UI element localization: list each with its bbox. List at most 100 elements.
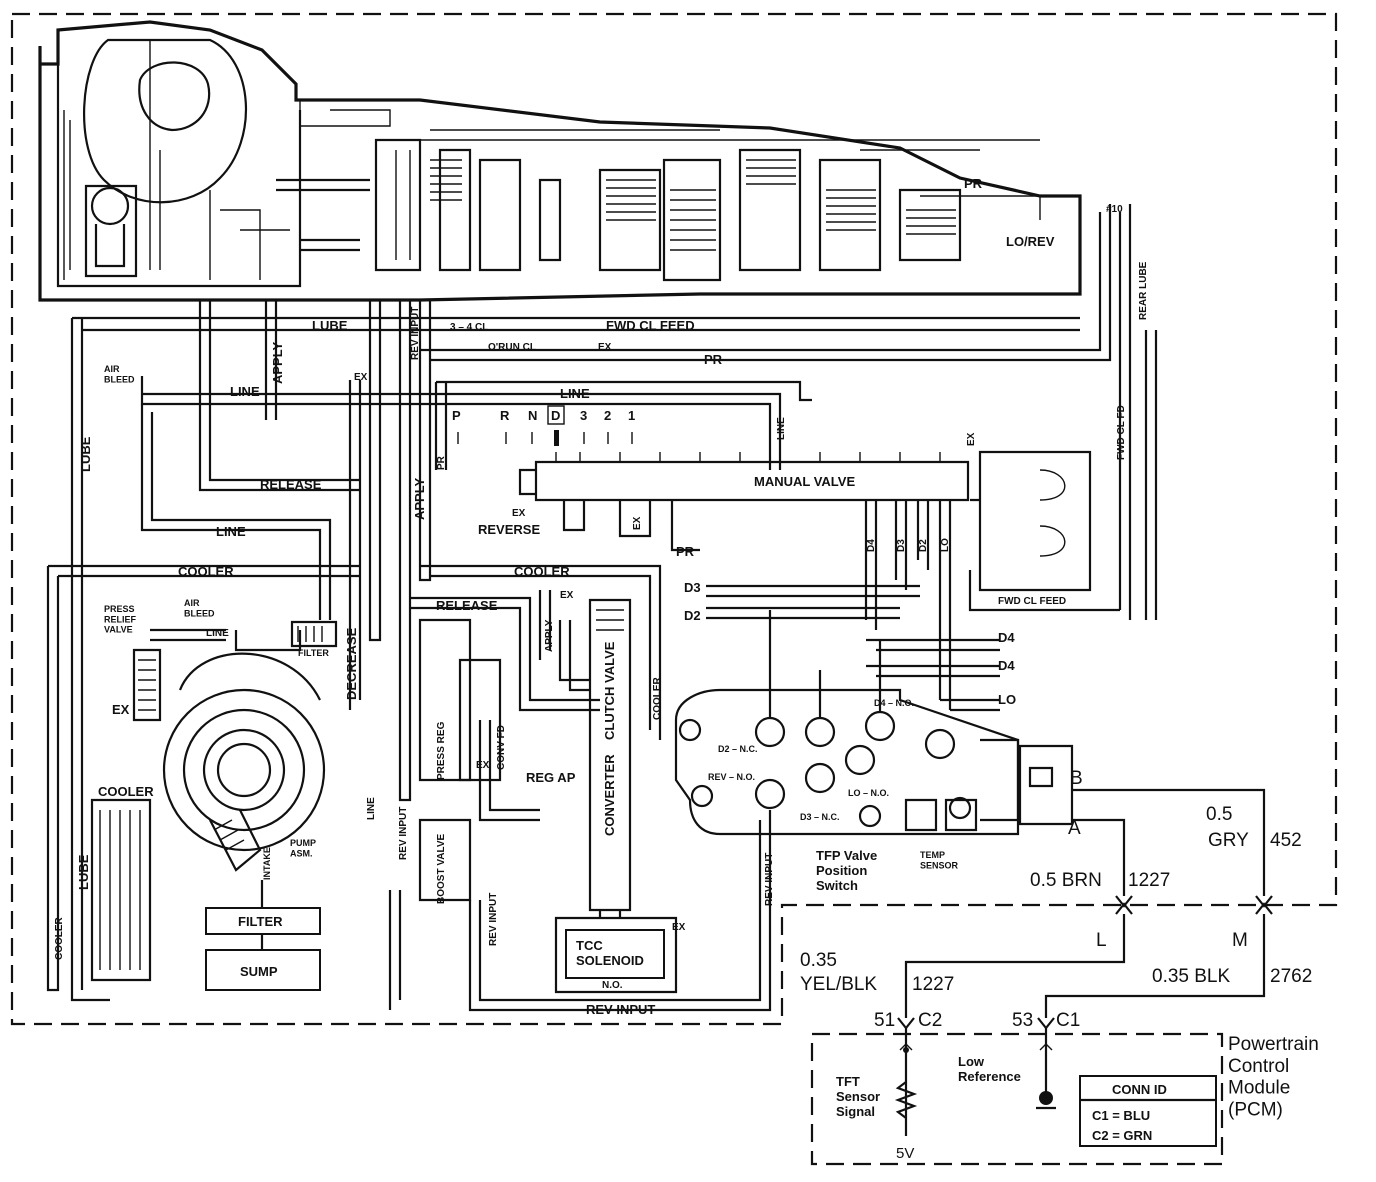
label-line-1: LINE xyxy=(230,384,260,399)
label-pr-mid: PR xyxy=(704,352,723,367)
wire-brn: 0.5 BRN xyxy=(1030,870,1102,891)
label-filter-2: FILTER xyxy=(238,914,283,929)
label-cooler-2: COOLER xyxy=(514,564,570,579)
range-n: N xyxy=(528,408,537,423)
range-r: R xyxy=(500,408,510,423)
label-ex-cv: EX xyxy=(560,590,574,601)
label-d4-1: D4 xyxy=(998,630,1015,645)
label-cooler-4: COOLER xyxy=(98,784,154,799)
label-ex-right: EX xyxy=(966,432,977,446)
label-rev-input-v3: REV INPUT xyxy=(764,853,775,906)
wiring-labels: 0.5 GRY 452 0.5 BRN 1227 L M 0.35 YEL/BL… xyxy=(800,804,1319,1162)
label-fwd-cl-fd-vert: FWD CL FD xyxy=(1116,405,1127,460)
label-reg-ap: REG AP xyxy=(526,770,576,785)
label-d3-vert: D3 xyxy=(896,539,907,552)
pin-51: 51 xyxy=(874,1010,895,1031)
label-press-reg: PRESS REG xyxy=(436,721,447,780)
range-p: P xyxy=(452,408,461,423)
wire-gry-color: GRY xyxy=(1208,830,1249,851)
label-cooler-5: COOLER xyxy=(54,916,65,960)
label-line-3: LINE xyxy=(206,628,229,639)
conn-id-c2: C2 = GRN xyxy=(1092,1128,1152,1143)
transmission-case xyxy=(38,20,1082,302)
label-pin-b: B xyxy=(1070,768,1083,789)
label-pr-top: PR xyxy=(964,176,983,191)
label-line-top2: LINE xyxy=(560,386,590,401)
label-pr-left: PR xyxy=(436,455,447,470)
label-line-vert: LINE xyxy=(776,417,787,440)
label-line-2: LINE xyxy=(216,524,246,539)
label-conv-fd: CONV FD xyxy=(496,725,507,770)
label-d3: D3 xyxy=(684,580,701,595)
conn-id-c1: C1 = BLU xyxy=(1092,1108,1150,1123)
label-cooler-1: COOLER xyxy=(178,564,234,579)
label-lo: LO xyxy=(998,692,1016,707)
label-cooler-3: COOLER xyxy=(652,676,663,720)
label-lo-vert: LO xyxy=(940,538,951,552)
clutch-packs xyxy=(430,159,956,251)
hydraulic-passages xyxy=(46,204,1158,1012)
label-fwd-cl-feed-2: FWD CL FEED xyxy=(998,596,1066,607)
label-rev-input-left2: REV INPUT xyxy=(488,893,499,946)
label-lo-no: LO – N.O. xyxy=(848,788,889,798)
conn-c2: C2 xyxy=(918,1010,942,1031)
label-reverse: REVERSE xyxy=(478,522,540,537)
range-d: D xyxy=(551,408,560,423)
wire-yel-size: 0.35 xyxy=(800,950,837,971)
label-d4-2: D4 xyxy=(998,658,1015,673)
label-rev-no: REV – N.O. xyxy=(708,772,755,782)
wire-gry-circuit: 452 xyxy=(1270,830,1302,851)
label-boost-valve: BOOST VALVE xyxy=(436,833,447,904)
label-lube-left: LUBE xyxy=(78,436,93,472)
dashed-boundary xyxy=(10,12,1338,1166)
label-d2-nc: D2 – N.C. xyxy=(718,744,758,754)
label-manual-valve: MANUAL VALVE xyxy=(754,474,855,489)
wiring xyxy=(894,788,1273,1147)
label-d4-no: D4 – N.O. xyxy=(874,698,914,708)
label-apply-3: APPLY xyxy=(544,619,555,652)
range-2: 2 xyxy=(604,408,611,423)
range-3: 3 xyxy=(580,408,587,423)
range-selector: P R N D 3 2 1 xyxy=(452,405,635,446)
label-lo-rev: LO/REV xyxy=(1006,234,1055,249)
wire-blk-circuit: 2762 xyxy=(1270,966,1312,987)
label-rev-input-top: REV INPUT xyxy=(410,307,421,360)
label-fwd-cl-feed-top: FWD CL FEED xyxy=(606,318,695,333)
wire-yel-circuit: 1227 xyxy=(912,974,954,995)
label-rev-input-left: REV INPUT xyxy=(398,807,409,860)
label-lube-left2: LUBE xyxy=(76,854,91,890)
label-intake: INTAKE xyxy=(262,847,272,880)
label-hash10: #10 xyxy=(1106,204,1123,215)
pin-m: M xyxy=(1232,930,1248,951)
label-orun-cl: O'RUN CL xyxy=(488,342,536,353)
label-ex-orun: EX xyxy=(598,342,612,353)
label-lube-top: LUBE xyxy=(312,318,348,333)
label-no: N.O. xyxy=(602,980,623,991)
label-pin-a: A xyxy=(1068,818,1081,839)
label-ex-tcc: EX xyxy=(672,922,686,933)
label-pr-mv: PR xyxy=(676,544,695,559)
label-clutch-valve: CLUTCH VALVE xyxy=(602,641,617,740)
label-ex-mv2: EX xyxy=(632,516,643,530)
label-apply-2: APPLY xyxy=(412,478,427,520)
label-d4-vert: D4 xyxy=(866,539,877,552)
label-rear-lube: REAR LUBE xyxy=(1138,261,1149,320)
label-converter: CONVERTER xyxy=(602,754,617,836)
label-apply-1: APPLY xyxy=(270,342,285,384)
wire-gry-size: 0.5 xyxy=(1206,804,1232,825)
label-d2: D2 xyxy=(684,608,701,623)
label-sump: SUMP xyxy=(240,964,278,979)
range-1: 1 xyxy=(628,408,635,423)
label-5v: 5V xyxy=(896,1145,914,1162)
wire-blk: 0.35 BLK xyxy=(1152,966,1230,987)
